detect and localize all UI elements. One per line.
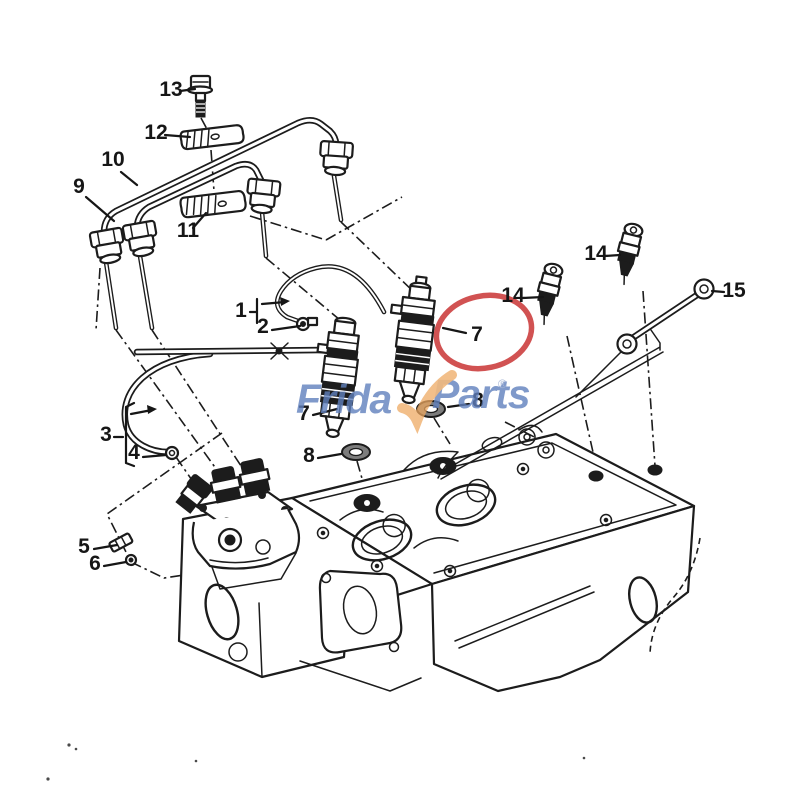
pipe-union-nut [88, 226, 125, 265]
glow-plug-left [536, 262, 564, 326]
joint-part-5 [108, 532, 134, 553]
glow-plug-connector [575, 278, 715, 398]
exhaust-flange [318, 569, 403, 654]
stud-holes [316, 462, 613, 578]
fuel-hose [121, 342, 326, 461]
ball-part-6 [124, 553, 138, 567]
checkmark-icon [397, 370, 457, 435]
callout-14-left: 14 [501, 284, 525, 307]
fuel-injector-right [389, 275, 436, 405]
glow-plug-hole-left [588, 470, 604, 482]
pump-inlet-elbow [175, 474, 213, 514]
callout-13: 13 [159, 78, 182, 101]
callout-6: 6 [89, 552, 101, 575]
delivery-valve-holder [238, 458, 271, 496]
pipe-union-nut [121, 219, 158, 258]
callout-15: 15 [722, 279, 746, 302]
clamp-bolt [186, 74, 214, 118]
delivery-valve-holder [209, 466, 242, 504]
pipe-union-nut [246, 177, 282, 215]
callout-9: 9 [73, 175, 85, 198]
pipe-clamp-lower [179, 189, 247, 219]
part-number-labels: 1 2 3 4 5 6 7 7 8 8 9 10 11 12 13 14 14 … [73, 78, 746, 575]
glow-plug-hole-right [647, 464, 663, 476]
callout-3: 3 [100, 423, 112, 446]
callout-12: 12 [144, 121, 167, 144]
callout-10: 10 [101, 148, 124, 171]
callout-1: 1 [235, 299, 247, 322]
injection-pipes [88, 117, 354, 331]
registered-trademark-symbol: ® [498, 377, 507, 391]
callout-8-left: 8 [303, 444, 315, 467]
leak-off-pipe [274, 264, 387, 332]
callout-7-circled: 7 [471, 323, 483, 346]
watermark: Frida Parts ® [296, 370, 531, 435]
callout-leaders [84, 87, 726, 568]
callout-5: 5 [78, 535, 90, 558]
watermark-text-prefix: Frida [296, 376, 391, 422]
scan-noise [46, 743, 586, 781]
combustion-chamber-right [435, 478, 497, 527]
callout-14-right: 14 [584, 242, 608, 265]
cylinder-head [177, 329, 701, 693]
injection-pump [175, 458, 301, 590]
glow-plug-right [616, 222, 644, 286]
combustion-chamber-left [351, 513, 413, 562]
fuel-injector-left [316, 316, 360, 438]
injector-washer-left [341, 443, 371, 461]
callout-8-right: 8 [472, 389, 484, 412]
callout-11: 11 [177, 219, 200, 242]
pipe-union-nut [319, 140, 354, 177]
callout-2: 2 [257, 315, 269, 338]
callout-4: 4 [128, 441, 140, 464]
intake-port-left [204, 583, 240, 641]
callout-7-left: 7 [298, 402, 310, 425]
